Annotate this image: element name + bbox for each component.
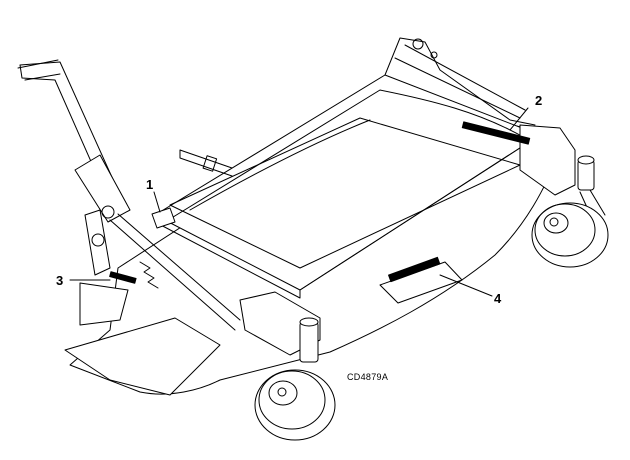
rear-wheel-axle xyxy=(549,217,559,227)
deck-top-front-edge xyxy=(154,221,301,299)
front-caster-cap xyxy=(299,317,319,327)
leader-line-2 xyxy=(509,107,529,131)
callout-4: 4 xyxy=(494,291,502,306)
driveshaft-collar xyxy=(202,155,218,172)
lift-handle-grip xyxy=(17,59,61,81)
front-wheel-tire-side xyxy=(258,370,326,430)
front-wheel-axle xyxy=(277,387,287,397)
rear-pivot-bolt xyxy=(430,51,438,59)
lift-handle-pivot xyxy=(101,205,115,219)
decal-3-bar xyxy=(109,271,137,284)
driveshaft xyxy=(179,149,233,177)
discharge-chute xyxy=(79,282,129,326)
rear-wheel-tire-side xyxy=(534,203,596,257)
lift-linkage-pivot xyxy=(91,233,105,247)
deck-top-right-edge xyxy=(299,134,541,291)
rear-caster-cap xyxy=(577,155,595,165)
lift-linkage xyxy=(84,209,111,276)
rear-caster-bracket xyxy=(519,124,576,196)
leader-line-4 xyxy=(439,274,493,297)
decal-2-bar xyxy=(461,121,531,145)
reference-code: CD4879A xyxy=(347,372,389,382)
front-wheel-hub xyxy=(268,380,298,406)
callout-3: 3 xyxy=(56,273,64,288)
deck-shading-line xyxy=(189,119,371,211)
discharge-deflector xyxy=(64,317,221,396)
rear-frame xyxy=(384,37,536,126)
leader-line-1 xyxy=(153,191,161,213)
callout-2: 2 xyxy=(535,93,543,108)
lift-spring xyxy=(139,261,159,289)
rear-arm xyxy=(394,44,526,119)
deck-top-inner-edge xyxy=(164,89,526,223)
rear-wheel-hub xyxy=(543,212,569,234)
lift-handle-rod xyxy=(74,154,131,223)
rear-pivot xyxy=(412,38,424,50)
callout-1: 1 xyxy=(146,177,154,192)
decal-4-bar xyxy=(388,256,441,283)
front-caster-tube xyxy=(299,321,319,363)
lift-link-bar xyxy=(109,213,241,331)
decal-1-box xyxy=(151,207,176,229)
